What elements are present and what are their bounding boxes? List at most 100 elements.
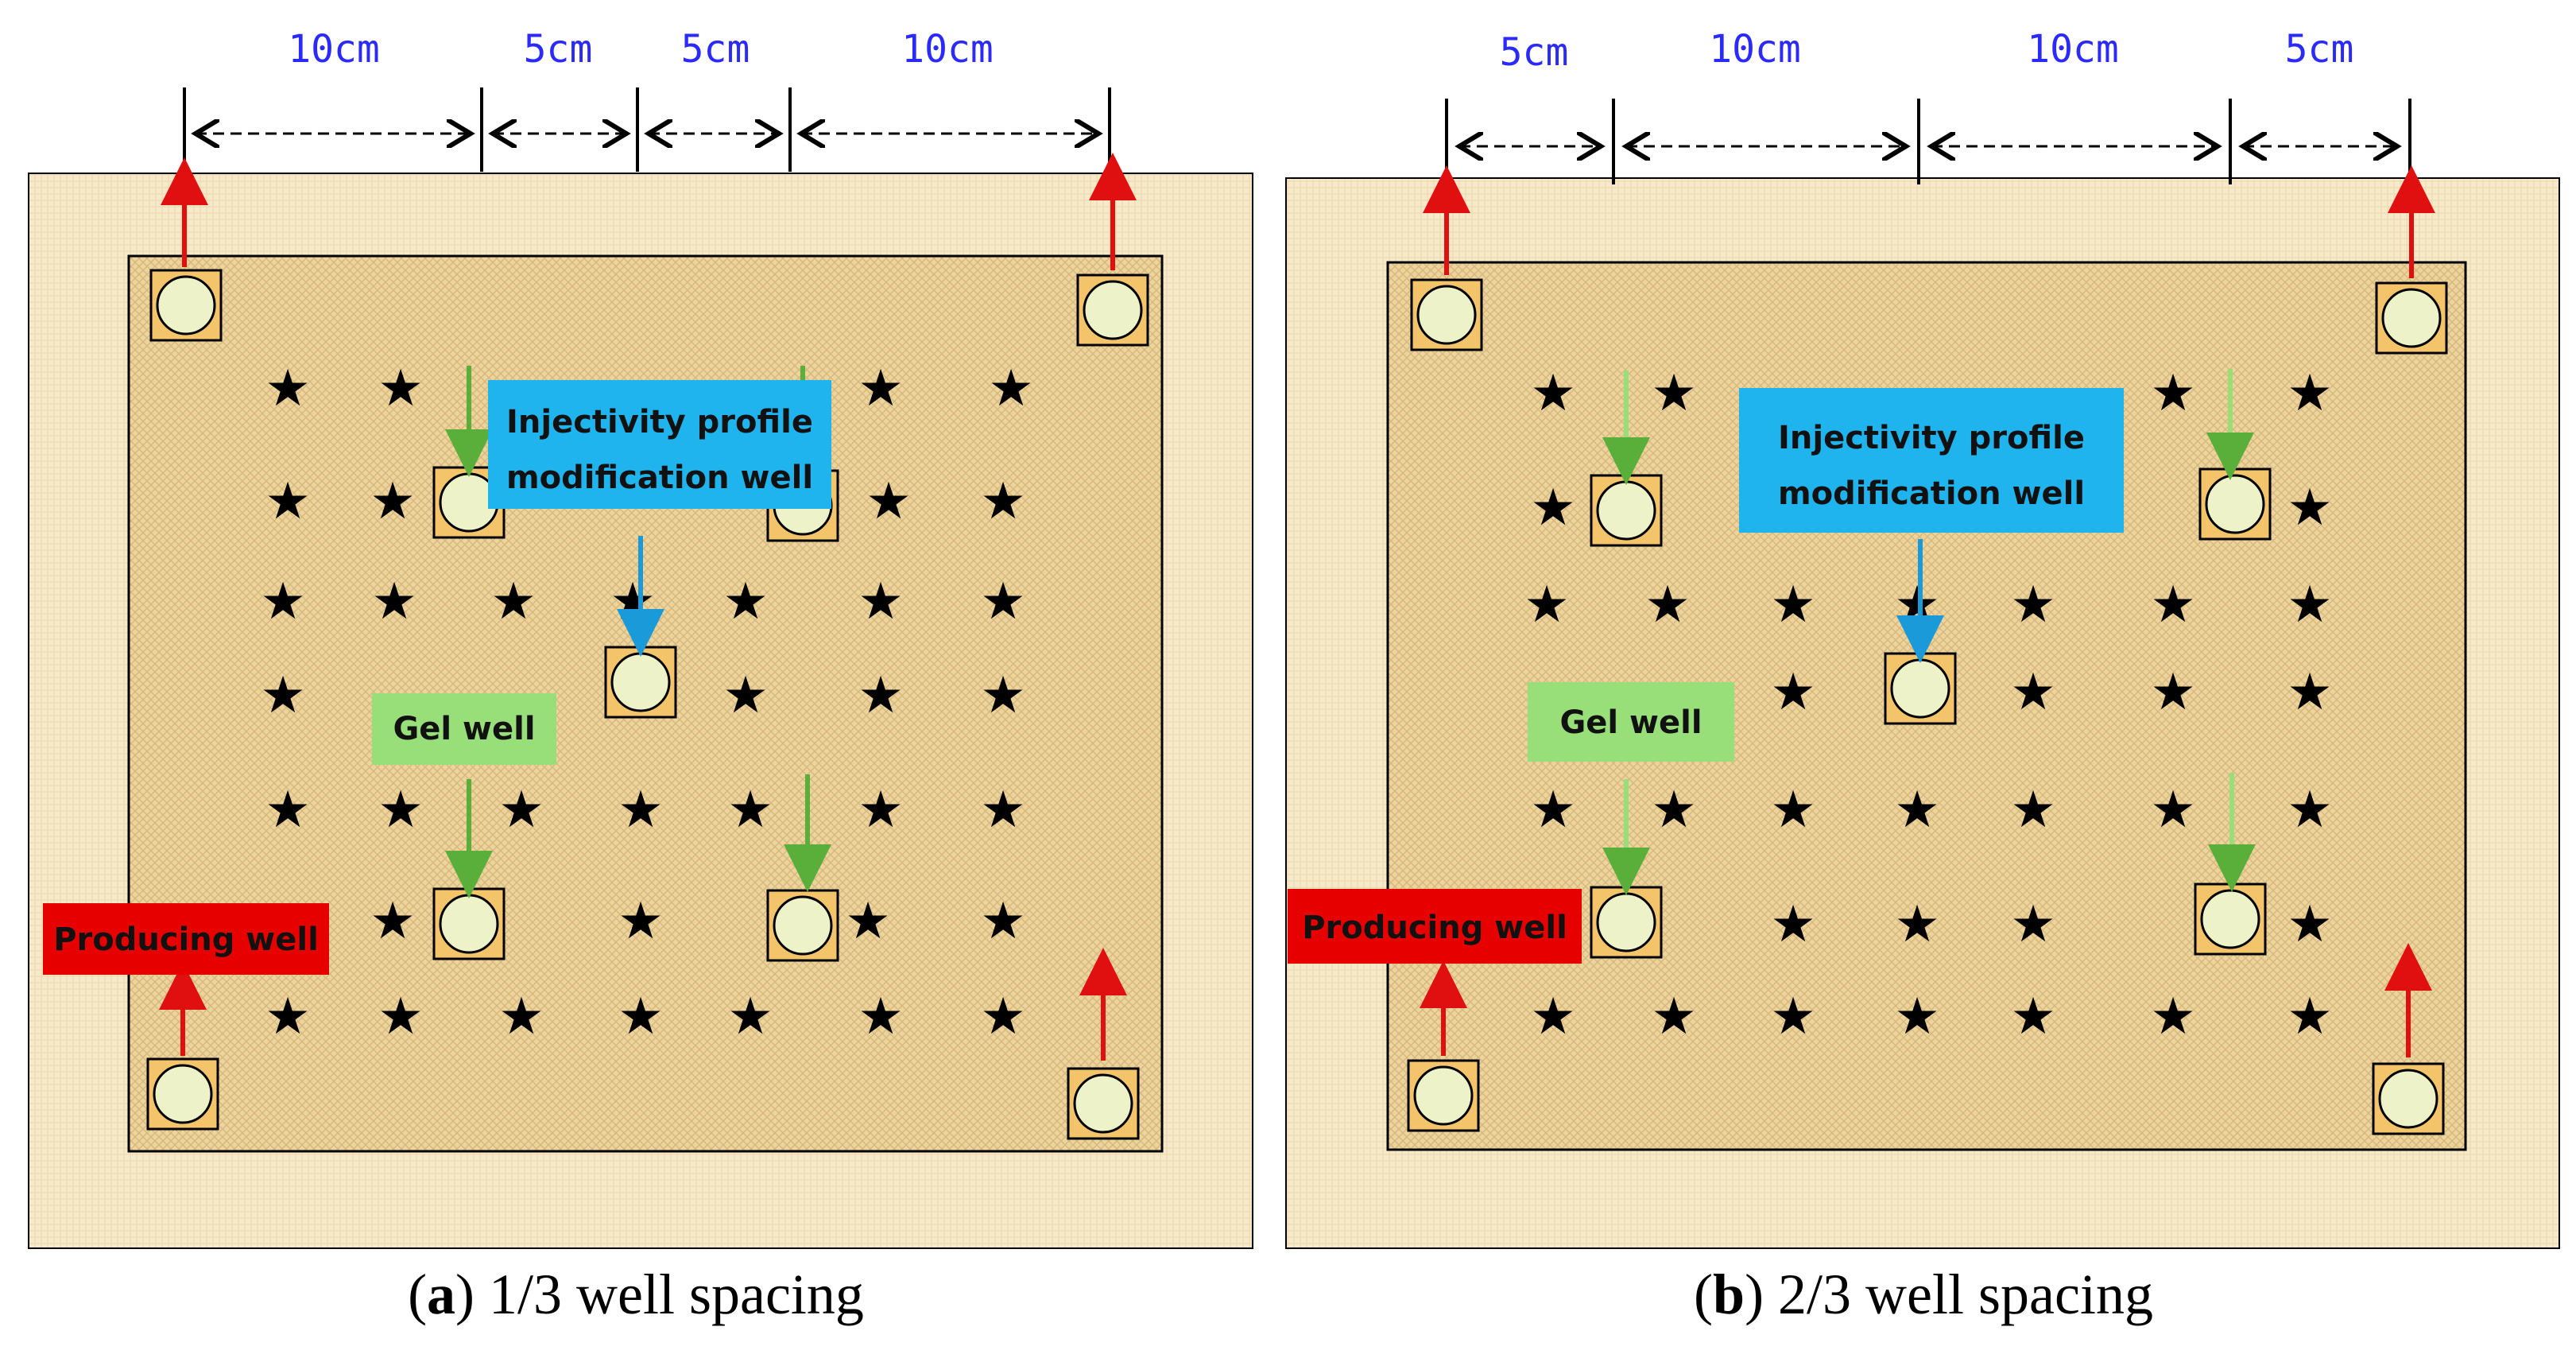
- well-circle: [1083, 280, 1143, 340]
- caption-text: 1/3 well spacing: [489, 1263, 864, 1326]
- dimension-label: 10cm: [288, 27, 380, 72]
- star-icon: ★: [2150, 663, 2195, 722]
- star-icon: ★: [378, 987, 423, 1046]
- dimension-label: 5cm: [2285, 27, 2354, 72]
- star-icon: ★: [371, 572, 416, 631]
- star-icon: ★: [2287, 987, 2332, 1046]
- star-icon: ★: [610, 572, 655, 631]
- well-producing-bottom-left: [1407, 1059, 1480, 1132]
- star-icon: ★: [260, 666, 305, 725]
- star-icon: ★: [1770, 781, 1815, 840]
- well-producing-top-right: [1076, 274, 1149, 347]
- dimension-label: 10cm: [2027, 27, 2119, 72]
- star-icon: ★: [988, 359, 1033, 418]
- well-circle: [1416, 285, 1477, 345]
- star-icon: ★: [980, 781, 1025, 840]
- star-icon: ★: [265, 781, 310, 840]
- star-icon: ★: [260, 572, 305, 631]
- panel-b: 5cm 10cm 10cm 5cm ★ ★ ★ ★ ★ ★ ★ ★ ★ ★ ★ …: [1285, 27, 2560, 1326]
- star-icon: ★: [618, 987, 663, 1046]
- star-icon: ★: [980, 572, 1025, 631]
- star-icon: ★: [498, 781, 544, 840]
- star-icon: ★: [2150, 364, 2195, 423]
- star-icon: ★: [722, 666, 768, 725]
- star-icon: ★: [2287, 364, 2332, 423]
- gel-label-box: Gel well: [1528, 682, 1734, 762]
- well-circle: [1073, 1073, 1133, 1134]
- star-icon: ★: [866, 472, 911, 531]
- star-icon: ★: [1894, 895, 1939, 954]
- well-producing-top-right: [2375, 281, 2448, 355]
- well-producing-top-left: [1410, 278, 1483, 351]
- well-circle: [439, 894, 499, 954]
- producing-label: Producing well: [53, 921, 319, 958]
- well-producing-bottom-left: [146, 1057, 219, 1131]
- well-gel-bottom-right: [766, 889, 839, 962]
- star-grid: ★ ★ ★ ★ ★ ★ ★ ★ ★ ★ ★ ★ ★ ★ ★ ★ ★ ★ ★ ★ …: [1524, 364, 2332, 1046]
- well-circle: [1596, 480, 1656, 541]
- star-icon: ★: [1770, 576, 1815, 634]
- star-icon: ★: [2010, 987, 2055, 1046]
- well-gel-top-right: [2198, 467, 2272, 541]
- star-icon: ★: [1530, 781, 1575, 840]
- dimension-label: 10cm: [901, 27, 994, 72]
- well-circle: [2200, 889, 2260, 949]
- star-icon: ★: [265, 472, 310, 531]
- star-icon: ★: [265, 987, 310, 1046]
- star-icon: ★: [1524, 576, 1569, 634]
- injectivity-label-line2: modification well: [1778, 475, 2085, 512]
- producing-label-box: Producing well: [1288, 889, 1582, 964]
- well-producing-bottom-right: [2372, 1062, 2445, 1135]
- star-icon: ★: [980, 472, 1025, 531]
- star-icon: ★: [1530, 987, 1575, 1046]
- well-circle: [156, 275, 216, 336]
- well-gel-top-left: [1590, 474, 1663, 547]
- injectivity-label-box: Injectivity profile modification well: [1739, 388, 2124, 533]
- star-icon: ★: [858, 666, 903, 725]
- star-icon: ★: [980, 666, 1025, 725]
- star-icon: ★: [1894, 781, 1939, 840]
- star-icon: ★: [2287, 895, 2332, 954]
- well-injectivity-center: [604, 646, 677, 719]
- star-icon: ★: [378, 781, 423, 840]
- caption-letter: a: [427, 1263, 455, 1326]
- panel-caption: (b) 2/3 well spacing: [1694, 1263, 2153, 1326]
- gel-label: Gel well: [1559, 704, 1702, 741]
- well-circle: [2378, 1069, 2438, 1129]
- star-icon: ★: [980, 987, 1025, 1046]
- star-icon: ★: [2010, 781, 2055, 840]
- star-icon: ★: [2150, 987, 2195, 1046]
- well-circle: [153, 1064, 213, 1124]
- star-icon: ★: [1651, 987, 1696, 1046]
- gel-label: Gel well: [393, 711, 535, 747]
- star-icon: ★: [2287, 576, 2332, 634]
- well-circle: [2381, 288, 2442, 348]
- star-icon: ★: [1530, 479, 1575, 537]
- gel-label-box: Gel well: [372, 693, 556, 765]
- star-icon: ★: [2150, 576, 2195, 634]
- star-icon: ★: [980, 892, 1025, 951]
- star-icon: ★: [2287, 663, 2332, 722]
- producing-label: Producing well: [1302, 910, 1567, 946]
- dimension-label: 5cm: [524, 27, 593, 72]
- star-icon: ★: [858, 359, 903, 418]
- well-gel-bottom-left: [432, 887, 506, 960]
- star-icon: ★: [1770, 895, 1815, 954]
- star-icon: ★: [722, 572, 768, 631]
- star-icon: ★: [1651, 364, 1696, 423]
- well-gel-bottom-left: [1590, 886, 1663, 959]
- injectivity-label-line1: Injectivity profile: [1778, 420, 2085, 456]
- star-icon: ★: [2150, 781, 2195, 840]
- star-icon: ★: [1894, 987, 1939, 1046]
- star-icon: ★: [858, 572, 903, 631]
- dimension-label: 10cm: [1709, 27, 1801, 72]
- star-icon: ★: [2010, 895, 2055, 954]
- dimension-label: 5cm: [681, 27, 750, 72]
- star-icon: ★: [1651, 781, 1696, 840]
- star-icon: ★: [1644, 576, 1690, 634]
- well-gel-bottom-right: [2194, 883, 2267, 956]
- dimension-bar: 5cm 10cm 10cm 5cm: [1445, 27, 2411, 184]
- star-icon: ★: [2287, 479, 2332, 537]
- panel-a: 10cm 5cm 5cm 10cm ★ ★ ★ ★ ★ ★ ★ ★ ★ ★ ★ …: [28, 27, 1253, 1326]
